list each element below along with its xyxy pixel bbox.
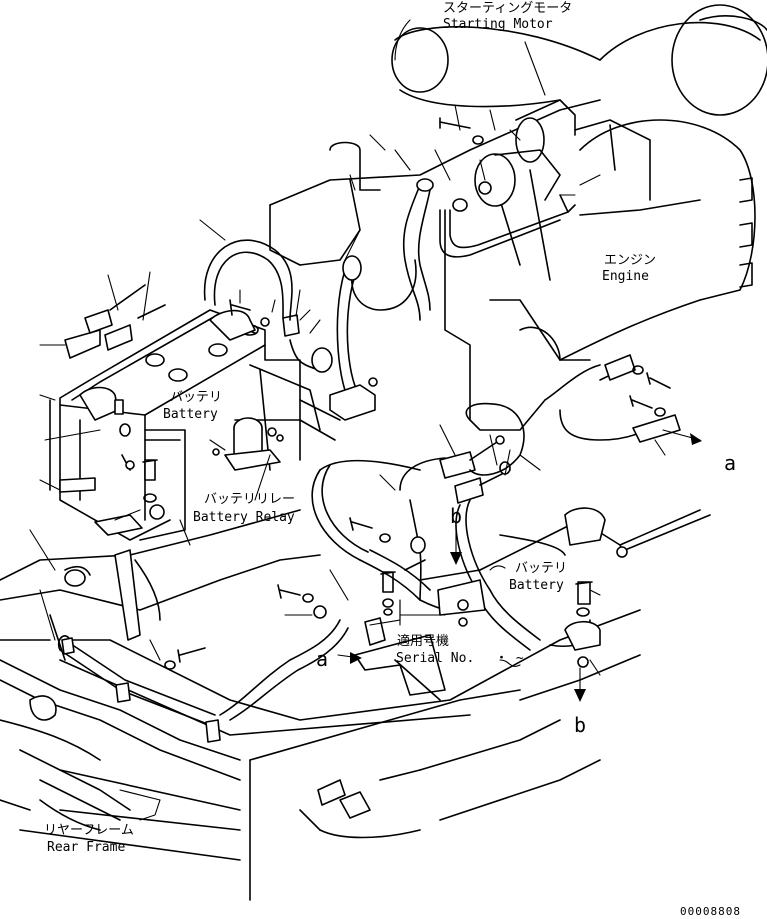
battery2-label-jp: バッテリ: [515, 561, 567, 576]
battery-label-en: Battery: [163, 407, 218, 422]
drawing-number: 00008808: [680, 905, 741, 918]
serial-label-en: Serial No.: [396, 651, 474, 666]
engine-drawing: [269, 4, 767, 431]
ref-b-mid: b: [450, 504, 462, 528]
text-labels: スターティングモータ Starting Motor エンジン Engine バッ…: [44, 1, 741, 918]
engine-label-en: Engine: [602, 269, 649, 284]
rear-frame-label-jp: リヤーフレーム: [44, 823, 134, 838]
rear-frame-drawing: [0, 509, 641, 901]
battery-relay-label-en: Battery Relay: [193, 510, 295, 525]
battery-label-jp: バッテリ: [170, 390, 222, 405]
ref-a-left: a: [316, 647, 328, 671]
serial-label-jp: 適用号機: [397, 633, 449, 649]
battery-relay-label-jp: バッテリリレー: [204, 492, 295, 507]
battery-cable-right: [311, 354, 711, 668]
battery-relay-drawing: [212, 417, 284, 471]
starter-cable: [329, 178, 468, 421]
ref-a-right: a: [724, 451, 736, 475]
starting-motor-label-en: Starting Motor: [443, 17, 553, 32]
battery2-label-en: Battery: [509, 578, 564, 593]
rear-frame-label-en: Rear Frame: [47, 840, 125, 855]
starting-motor-label-jp: スターティングモータ: [443, 1, 572, 16]
engine-label-jp: エンジン: [604, 253, 656, 268]
battery-box: [49, 239, 341, 541]
serial-range: ・ ~: [495, 651, 524, 666]
ref-b-right: b: [574, 713, 586, 737]
leader-lines: [29, 19, 702, 821]
